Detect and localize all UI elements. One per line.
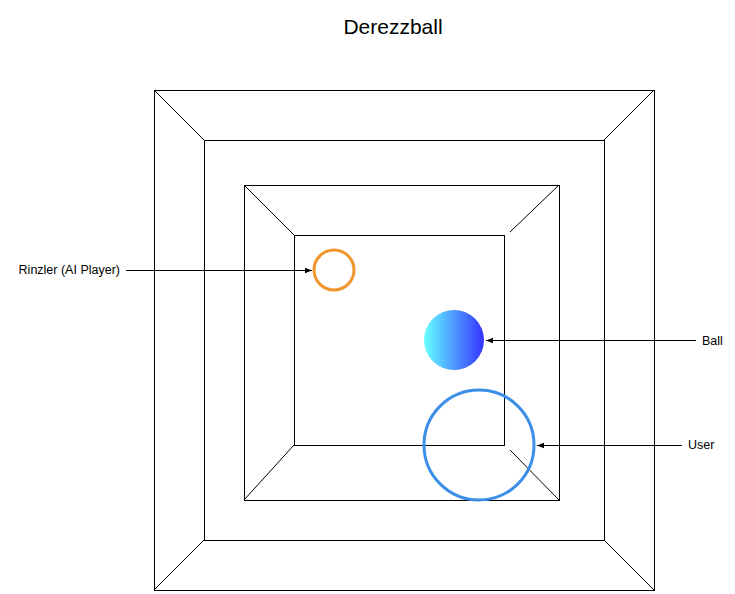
perspective-line: [244, 445, 294, 500]
perspective-line: [154, 90, 204, 140]
user-circle: [424, 390, 534, 500]
perspective-line: [244, 185, 294, 235]
diagram-title: Derezzball: [343, 14, 442, 39]
rinzler-circle: [314, 250, 354, 290]
leader-arrow: [126, 270, 312, 271]
wall-square: [295, 236, 505, 446]
ball-circle: [424, 310, 484, 370]
leader-arrow: [486, 340, 696, 341]
callout-label: User: [688, 438, 714, 453]
callout-label: Rinzler (AI Player): [19, 263, 120, 278]
perspective-line: [604, 90, 654, 140]
perspective-line: [154, 540, 204, 590]
wall-square: [245, 186, 560, 501]
perspective-line: [510, 185, 559, 232]
callout-label: Ball: [702, 334, 723, 349]
perspective-line: [510, 450, 559, 500]
perspective-line: [604, 540, 654, 590]
leader-arrow: [537, 445, 682, 446]
